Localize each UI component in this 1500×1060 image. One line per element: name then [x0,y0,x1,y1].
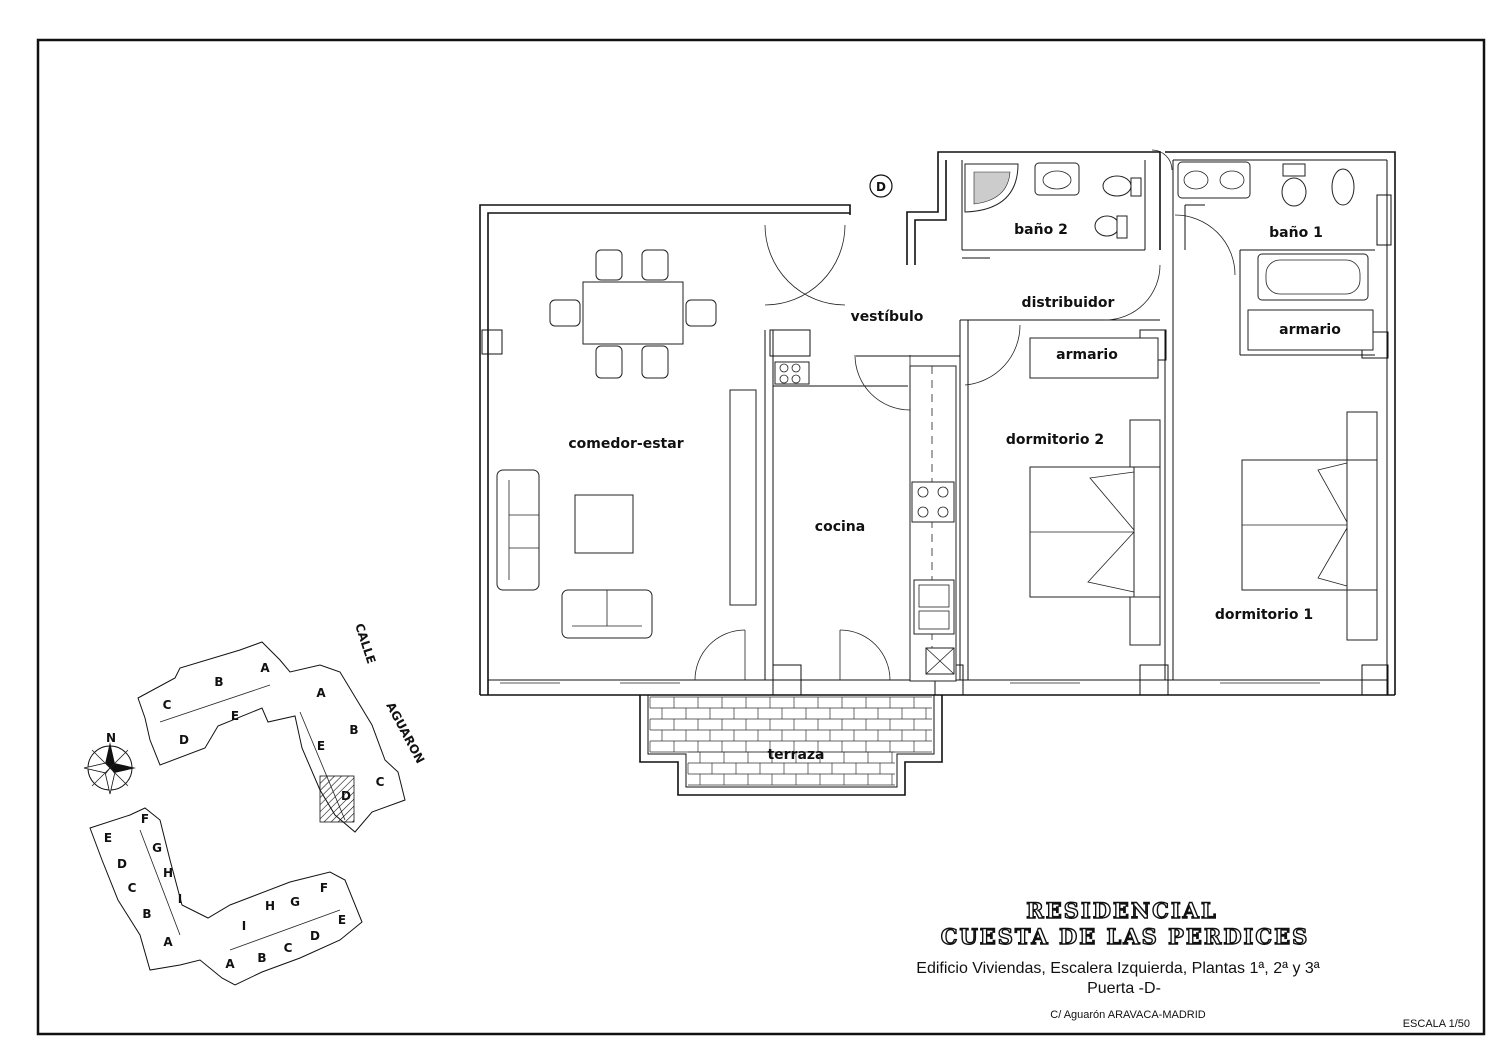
lower-unit-5: H [163,866,173,880]
room-label-distribuidor: distribuidor [1022,295,1115,311]
upper-unit-8: D [341,789,351,803]
north-label: N [106,731,116,745]
title-project-name: CUESTA DE LAS PERDICES [941,924,1310,949]
terrace [639,695,943,796]
title-residencial: RESIDENCIAL [1026,898,1217,923]
upper-unit-1: B [214,675,223,689]
room-label-armario-1: armario [1279,322,1341,338]
door-tag-circle [869,174,893,198]
lower-unit-14: A [225,957,235,971]
lower-unit-11: G [290,895,300,909]
bathroom-1-fixtures [1029,161,1374,379]
lower-unit-17: D [310,929,320,943]
upper-unit-2: C [163,698,172,712]
room-label-comedor: comedor-estar [568,436,683,452]
lower-unit-7: I [178,892,182,906]
site-plan [83,641,406,986]
room-label-terraza: terraza [767,747,824,763]
lower-unit-2: D [117,857,127,871]
site-units-upper: A B C D E A B E D C [163,661,385,803]
street-label-aguaron: AGUARON [383,700,427,766]
upper-unit-9: C [376,775,385,789]
title-scale: ESCALA 1/50 [1403,1018,1470,1030]
upper-unit-4: E [231,709,239,723]
room-label-bano-2: baño 2 [1014,222,1068,238]
lower-unit-16: C [284,941,293,955]
room-label-vestibulo: vestíbulo [851,309,924,325]
lower-unit-13: E [338,913,346,927]
lower-unit-8: A [163,935,173,949]
lower-unit-3: G [152,841,162,855]
apartment-walls [479,151,1396,696]
lower-unit-10: H [265,899,275,913]
lower-unit-6: B [142,907,151,921]
kitchen-fixtures [774,361,957,682]
upper-unit-5: A [316,686,326,700]
lower-unit-4: C [128,881,137,895]
door-tag: D [876,180,886,194]
title-address: C/ Aguarón ARAVACA-MADRID [1050,1009,1206,1021]
sheet-frame [36,38,1486,1036]
upper-unit-3: D [179,733,189,747]
room-label-dormitorio-1: dormitorio 1 [1215,607,1313,623]
lower-unit-0: E [104,831,112,845]
lower-unit-1: F [141,812,149,826]
title-door: Puerta -D- [1087,980,1161,997]
lower-unit-12: F [320,881,328,895]
doors [694,149,1236,681]
lower-unit-15: B [257,951,266,965]
room-label-dormitorio-2: dormitorio 2 [1006,432,1104,448]
upper-unit-7: E [317,739,325,753]
upper-unit-6: B [349,723,358,737]
room-label-bano-1: baño 1 [1269,225,1323,241]
bed-1 [1241,411,1378,641]
room-label-cocina: cocina [815,519,865,535]
upper-unit-0: A [260,661,270,675]
bed-2 [1029,419,1161,646]
bathroom-2-fixtures [964,162,1142,239]
lower-unit-9: I [242,919,246,933]
street-label-calle: CALLE [352,622,378,666]
sofa-set [496,389,757,639]
room-label-armario-2: armario [1056,347,1118,363]
dining-table [549,249,717,379]
title-building: Edificio Viviendas, Escalera Izquierda, … [916,960,1320,977]
